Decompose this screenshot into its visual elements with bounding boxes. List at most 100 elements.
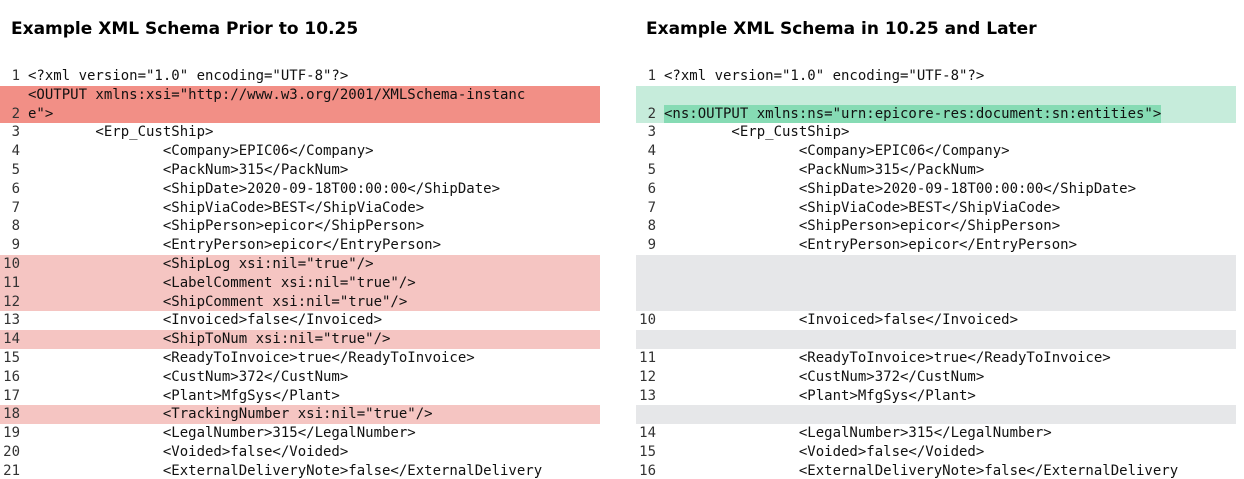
code-line: 18 <TrackingNumber xsi:nil="true"/> bbox=[0, 405, 600, 425]
line-number: 17 bbox=[3, 387, 20, 404]
line-text: <ShipComment xsi:nil="true"/> bbox=[28, 293, 408, 310]
diff-placeholder-row bbox=[636, 273, 1236, 293]
code-line: 14 <ShipToNum xsi:nil="true"/> bbox=[0, 330, 600, 349]
line-text: <Plant>MfgSys</Plant> bbox=[664, 387, 976, 404]
line-number: 20 bbox=[3, 443, 20, 460]
right-diff-panel: Example XML Schema in 10.25 and Later 1<… bbox=[636, 0, 1236, 479]
line-number: 1 bbox=[11, 68, 20, 84]
line-text: <Erp_CustShip> bbox=[28, 124, 214, 141]
code-line: 8 <ShipPerson>epicor</ShipPerson> bbox=[636, 217, 1236, 236]
code-line: 11 <ReadyToInvoice>true</ReadyToInvoice> bbox=[636, 349, 1236, 368]
code-line: 1<?xml version="1.0" encoding="UTF-8"?> bbox=[636, 67, 1236, 86]
code-line: 2 <OUTPUT xmlns:xsi="http://www.w3.org/20… bbox=[0, 85, 600, 124]
line-text: <TrackingNumber xsi:nil="true"/> bbox=[28, 406, 433, 423]
highlighted-change: <ns:OUTPUT xmlns:ns="urn:epicore-res:doc… bbox=[664, 104, 1162, 124]
line-number: 14 bbox=[3, 331, 20, 348]
line-text: <Voided>false</Voided> bbox=[664, 443, 985, 460]
code-line: 16 <ExternalDeliveryNote>false</External… bbox=[636, 462, 1236, 479]
code-line: 16 <CustNum>372</CustNum> bbox=[0, 368, 600, 387]
line-number: 13 bbox=[639, 387, 656, 404]
line-text: <CustNum>372</CustNum> bbox=[664, 368, 985, 385]
code-line: 9 <EntryPerson>epicor</EntryPerson> bbox=[0, 236, 600, 255]
line-text: <Company>EPIC06</Company> bbox=[664, 143, 1010, 160]
line-text: <ShipPerson>epicor</ShipPerson> bbox=[28, 218, 425, 235]
line-number: 8 bbox=[647, 218, 656, 235]
line-text: <ShipDate>2020-09-18T00:00:00</ShipDate> bbox=[28, 180, 501, 197]
code-line: 17 <Plant>MfgSys</Plant> bbox=[0, 387, 600, 406]
line-text: <Invoiced>false</Invoiced> bbox=[664, 312, 1019, 329]
line-text: <Erp_CustShip> bbox=[664, 124, 850, 141]
code-line: 1 <?xml version="1.0" encoding="UTF-8"?> bbox=[0, 67, 600, 86]
line-text: <LegalNumber>315</LegalNumber> bbox=[664, 425, 1052, 442]
code-line: 7 <ShipViaCode>BEST</ShipViaCode> bbox=[0, 199, 600, 218]
line-text: <ShipLog xsi:nil="true"/> bbox=[28, 255, 374, 272]
line-number: 11 bbox=[639, 349, 656, 366]
code-line: 13 <Plant>MfgSys</Plant> bbox=[636, 387, 1236, 406]
right-panel-title: Example XML Schema in 10.25 and Later bbox=[646, 19, 1037, 39]
line-number: 4 bbox=[647, 143, 656, 160]
line-text: <LabelComment xsi:nil="true"/> bbox=[28, 274, 416, 291]
line-text: <ShipToNum xsi:nil="true"/> bbox=[28, 331, 391, 348]
line-text: <PackNum>315</PackNum> bbox=[28, 161, 349, 178]
line-number: 6 bbox=[11, 180, 20, 197]
code-line: 12 <CustNum>372</CustNum> bbox=[636, 368, 1236, 387]
line-number: 3 bbox=[11, 124, 20, 141]
line-number: 16 bbox=[639, 462, 656, 479]
line-number: 15 bbox=[3, 349, 20, 366]
code-line: 3 <Erp_CustShip> bbox=[636, 123, 1236, 142]
line-number: 8 bbox=[11, 218, 20, 235]
line-text: <ns:OUTPUT xmlns:ns="urn:epicore-res:doc… bbox=[664, 104, 1236, 124]
line-number: 18 bbox=[3, 406, 20, 423]
line-number: 9 bbox=[647, 237, 656, 254]
line-text: <OUTPUT xmlns:xsi="http://www.w3.org/200… bbox=[28, 86, 526, 122]
code-line: 10 <ShipLog xsi:nil="true"/> bbox=[0, 254, 600, 274]
line-number: 13 bbox=[3, 312, 20, 329]
line-number: 10 bbox=[639, 312, 656, 329]
code-line: 2 <ns:OUTPUT xmlns:ns="urn:epicore-res:do… bbox=[636, 85, 1236, 124]
line-number: 19 bbox=[3, 425, 20, 442]
line-text: <EntryPerson>epicor</EntryPerson> bbox=[28, 237, 442, 254]
code-line: 15 <Voided>false</Voided> bbox=[636, 443, 1236, 462]
code-line: 3 <Erp_CustShip> bbox=[0, 123, 600, 142]
line-text: <ShipPerson>epicor</ShipPerson> bbox=[664, 218, 1061, 235]
code-line: 6 <ShipDate>2020-09-18T00:00:00</ShipDat… bbox=[636, 180, 1236, 199]
line-text: <Company>EPIC06</Company> bbox=[28, 143, 374, 160]
line-number: 16 bbox=[3, 368, 20, 385]
line-text: <ReadyToInvoice>true</ReadyToInvoice> bbox=[28, 349, 475, 366]
line-text: <EntryPerson>epicor</EntryPerson> bbox=[664, 237, 1078, 254]
code-line: 4 <Company>EPIC06</Company> bbox=[636, 142, 1236, 161]
code-line: 10 <Invoiced>false</Invoiced> bbox=[636, 311, 1236, 330]
line-number: 2 bbox=[647, 105, 656, 122]
line-text: <?xml version="1.0" encoding="UTF-8"?> bbox=[28, 68, 349, 84]
code-line: 8 <ShipPerson>epicor</ShipPerson> bbox=[0, 217, 600, 236]
code-line: 7 <ShipViaCode>BEST</ShipViaCode> bbox=[636, 199, 1236, 218]
line-text: <ReadyToInvoice>true</ReadyToInvoice> bbox=[664, 349, 1111, 366]
line-number: 5 bbox=[11, 161, 20, 178]
line-number: 21 bbox=[3, 462, 20, 479]
code-line: 6 <ShipDate>2020-09-18T00:00:00</ShipDat… bbox=[0, 180, 600, 199]
line-number: 1 bbox=[647, 68, 656, 84]
line-number: 14 bbox=[639, 425, 656, 442]
diff-placeholder-row bbox=[636, 405, 1236, 425]
line-number: 2 bbox=[11, 105, 20, 122]
diff-placeholder-row bbox=[636, 292, 1236, 312]
line-number: 11 bbox=[3, 274, 20, 291]
line-text: <ExternalDeliveryNote>false</ExternalDel… bbox=[664, 462, 1179, 479]
line-number: 7 bbox=[11, 199, 20, 216]
code-line: 19 <LegalNumber>315</LegalNumber> bbox=[0, 424, 600, 443]
code-line: 4 <Company>EPIC06</Company> bbox=[0, 142, 600, 161]
line-text: <ShipViaCode>BEST</ShipViaCode> bbox=[28, 199, 425, 216]
code-line: 15 <ReadyToInvoice>true</ReadyToInvoice> bbox=[0, 349, 600, 368]
left-panel-title: Example XML Schema Prior to 10.25 bbox=[11, 19, 359, 39]
diff-placeholder-row bbox=[636, 330, 1236, 349]
left-code-listing: 1<?xml version="1.0" encoding="UTF-8"?>2… bbox=[0, 67, 600, 479]
line-text: <LegalNumber>315</LegalNumber> bbox=[28, 425, 416, 442]
line-number: 12 bbox=[639, 368, 656, 385]
diff-placeholder-row bbox=[636, 254, 1236, 274]
line-text: <Plant>MfgSys</Plant> bbox=[28, 387, 340, 404]
code-line: 9 <EntryPerson>epicor</EntryPerson> bbox=[636, 236, 1236, 255]
line-number: 15 bbox=[639, 443, 656, 460]
line-number: 4 bbox=[11, 143, 20, 160]
code-line: 5 <PackNum>315</PackNum> bbox=[0, 161, 600, 180]
code-line: 11 <LabelComment xsi:nil="true"/> bbox=[0, 273, 600, 293]
